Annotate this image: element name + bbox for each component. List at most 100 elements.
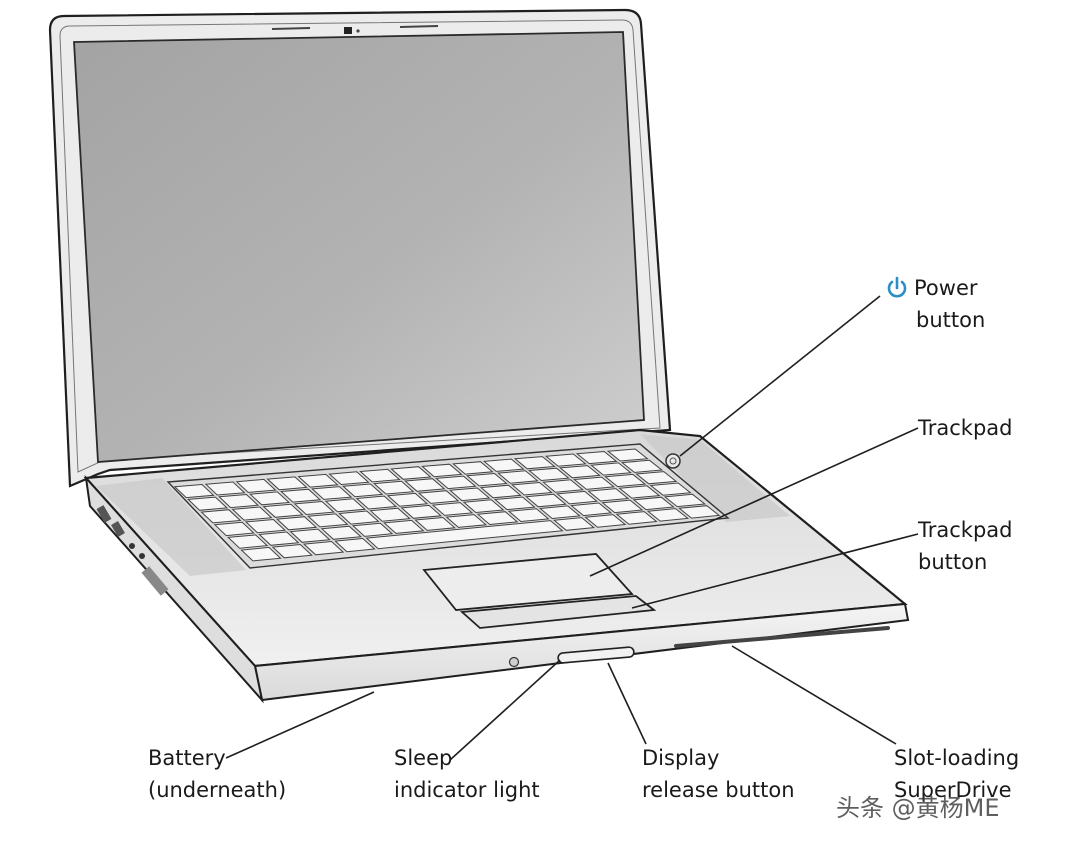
keyboard-key bbox=[383, 519, 425, 534]
keyboard-key bbox=[240, 546, 282, 562]
keyboard-key bbox=[434, 475, 477, 490]
keyboard-key bbox=[587, 488, 630, 502]
callout-display-release bbox=[607, 662, 647, 745]
keyboard-key bbox=[618, 485, 661, 499]
power-label-line1: Power bbox=[914, 276, 978, 300]
trackpad-label-line1: Trackpad bbox=[918, 416, 1013, 440]
callout-battery bbox=[225, 691, 375, 759]
keyboard-key bbox=[320, 525, 363, 540]
keyboard-key bbox=[355, 495, 398, 510]
power-label-line2: button bbox=[916, 308, 986, 332]
power-icon bbox=[887, 276, 907, 298]
keyboard-key bbox=[187, 496, 229, 511]
keyboard-key bbox=[635, 471, 678, 485]
keyboard-key bbox=[293, 500, 335, 516]
slot-loading-label-line1: Slot-loading bbox=[894, 746, 1020, 770]
power-button-label: Power button bbox=[886, 272, 985, 336]
callout-slot-loading bbox=[731, 645, 897, 745]
keyboard-key bbox=[235, 478, 277, 493]
keyboard-key bbox=[280, 488, 322, 503]
keyboard-key bbox=[646, 508, 690, 522]
keyboard-key bbox=[632, 496, 675, 511]
keyboard-key bbox=[527, 467, 570, 482]
trackpad-surface bbox=[422, 553, 634, 611]
isight-camera bbox=[344, 27, 352, 34]
keyboard-key bbox=[417, 490, 460, 504]
keyboard-key bbox=[556, 490, 599, 505]
keyboard-key bbox=[465, 472, 508, 487]
keyboard-key bbox=[302, 540, 345, 556]
keyboard-key bbox=[482, 458, 525, 472]
keyboard-key bbox=[403, 478, 446, 492]
sleep-indicator-label: Sleep indicator light bbox=[394, 742, 540, 806]
keyboard-key bbox=[445, 514, 488, 528]
keyboard-key bbox=[552, 517, 596, 531]
keyboard-key bbox=[227, 534, 269, 549]
trackpad-button bbox=[459, 595, 657, 629]
keyboard-key bbox=[351, 522, 394, 537]
keyboard-key bbox=[573, 476, 616, 490]
keyboard-key bbox=[538, 505, 581, 520]
display-screen bbox=[73, 31, 645, 463]
keyboard-key bbox=[200, 509, 242, 524]
keyboard-key bbox=[589, 462, 632, 476]
sleep-label-line1: Sleep bbox=[394, 746, 453, 770]
keyboard-key bbox=[324, 498, 366, 513]
trackpad-button-label: Trackpad button bbox=[918, 514, 1012, 578]
left-side bbox=[84, 474, 264, 704]
callout-sleep bbox=[449, 659, 561, 761]
keyboard-key bbox=[334, 537, 376, 553]
keyboard-key bbox=[275, 516, 318, 531]
keyboard-key bbox=[606, 448, 649, 462]
keyboard-key bbox=[266, 476, 308, 491]
keyboard-key bbox=[328, 471, 370, 486]
keyboard-key bbox=[359, 468, 401, 483]
keyboard-key bbox=[244, 518, 287, 534]
battery-label-line1: Battery bbox=[148, 746, 226, 770]
display-release-label: Display release button bbox=[642, 742, 795, 806]
keyboard-key bbox=[524, 493, 567, 508]
keyboard-key bbox=[386, 492, 429, 507]
trackpad-button-label-line2: button bbox=[918, 550, 988, 574]
keyboard-spacebar bbox=[365, 520, 564, 550]
keyboard-key bbox=[289, 528, 331, 543]
keyboard-key bbox=[338, 510, 380, 525]
keyboard-key bbox=[678, 505, 721, 519]
keyboard-key bbox=[204, 481, 246, 496]
keyboard-key bbox=[311, 486, 353, 500]
slot-loading-label: Slot-loading SuperDrive bbox=[894, 742, 1019, 806]
keyboard-key bbox=[369, 507, 411, 522]
trackpad-label: Trackpad bbox=[918, 412, 1012, 444]
keyboard-key bbox=[479, 484, 522, 499]
keyboard-key bbox=[542, 479, 584, 493]
callout-lines bbox=[225, 295, 919, 761]
keyboard-key bbox=[341, 483, 384, 498]
display-release-label-line2: release button bbox=[642, 778, 795, 802]
keyboard-key bbox=[493, 496, 536, 511]
keyboard-key bbox=[649, 482, 692, 496]
slot-loading-label-line2: SuperDrive bbox=[894, 778, 1012, 802]
keyboard-key bbox=[476, 511, 519, 526]
keyboard-key bbox=[431, 502, 474, 516]
keyboard-key bbox=[390, 466, 432, 480]
keyboard-key bbox=[570, 502, 613, 517]
superdrive-slot bbox=[674, 626, 890, 648]
keyboard-key bbox=[507, 508, 550, 523]
keyboard-key bbox=[297, 473, 339, 488]
keyboard-keys bbox=[173, 448, 721, 562]
keyboard-key bbox=[421, 463, 463, 478]
keyboard-key bbox=[307, 513, 349, 528]
keyboard-key bbox=[544, 453, 587, 467]
callout-trackpad-button bbox=[631, 533, 919, 609]
keyboard-key bbox=[448, 487, 491, 502]
keyboard-key bbox=[400, 504, 443, 519]
speaker-left bbox=[96, 478, 246, 576]
keyboard-key bbox=[414, 516, 456, 531]
keyboard-key bbox=[452, 461, 494, 475]
keyboard-key bbox=[663, 493, 707, 508]
power-button-hardware bbox=[665, 453, 681, 469]
keyboard-key bbox=[258, 531, 300, 546]
keyboard-key bbox=[173, 483, 215, 499]
keyboard-key bbox=[584, 514, 627, 528]
